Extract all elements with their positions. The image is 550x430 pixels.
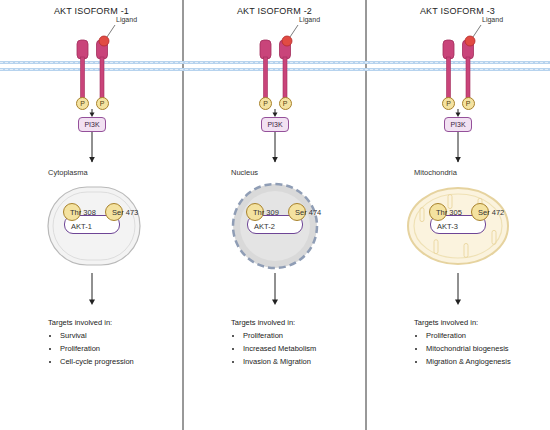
residue-circle: Ser 474	[288, 203, 306, 221]
akt-pill: AKT-2Thr 309Ser 474	[247, 215, 303, 234]
residue-label: Ser 472	[478, 210, 504, 216]
kinase-label: PI3K	[84, 121, 99, 128]
mitochondria-outline	[408, 188, 508, 264]
residue-circle: Thr 305	[429, 203, 447, 221]
residue-label: Ser 474	[295, 210, 321, 216]
phosphate-circle: P	[96, 97, 109, 110]
target-item: Invasion & Migration	[243, 357, 311, 366]
kinase-box: PI3K	[261, 117, 289, 132]
column-divider	[366, 0, 367, 430]
target-item: Proliferation	[243, 331, 283, 340]
phosphate-circle: P	[279, 97, 292, 110]
signal-arrow	[92, 132, 93, 162]
compartment-label: Nucleus	[231, 168, 258, 177]
phosphate-label: P	[466, 100, 471, 107]
target-item: Cell-cycle progression	[60, 357, 134, 366]
targets-heading: Targets involved in:	[231, 318, 295, 327]
target-item: Proliferation	[60, 344, 100, 353]
target-item: Migration & Angiogenesis	[426, 357, 511, 366]
column-title: AKT ISOFORM -3	[366, 6, 549, 16]
kinase-box: PI3K	[444, 117, 472, 132]
residue-circle: Ser 473	[105, 203, 123, 221]
ligand-label: Ligand	[482, 16, 503, 23]
phosphate-label: P	[446, 100, 451, 107]
crista-fold	[420, 208, 424, 222]
targets-heading: Targets involved in:	[48, 318, 112, 327]
phosphate-label: P	[80, 100, 85, 107]
akt-pill: AKT-3Thr 305Ser 472	[430, 215, 486, 234]
target-item: Increased Metabolism	[243, 344, 316, 353]
compartment-label: Mitochondria	[414, 168, 457, 177]
cytoplasm-outline	[48, 187, 140, 265]
phosphate-circle: P	[76, 97, 89, 110]
nucleus-inner	[240, 191, 310, 261]
isoform-label: AKT-1	[71, 222, 92, 231]
target-item: Survival	[60, 331, 87, 340]
isoform-label: AKT-3	[437, 222, 458, 231]
residue-circle: Thr 308	[63, 203, 81, 221]
phosphate-label: P	[263, 100, 268, 107]
target-item: Mitochondrial biogenesis	[426, 344, 509, 353]
residue-label: Thr 308	[70, 210, 96, 216]
akt-pill: AKT-1Thr 308Ser 473	[64, 215, 120, 234]
phosphate-label: P	[100, 100, 105, 107]
targets-heading: Targets involved in:	[414, 318, 478, 327]
phosphate-circle: P	[259, 97, 272, 110]
compartment-shape: CytoplasmaAKT-1Thr 308Ser 473	[42, 162, 142, 270]
phosphate-circle: P	[442, 97, 455, 110]
column-title: AKT ISOFORM -1	[0, 6, 183, 16]
residue-label: Thr 305	[436, 210, 462, 216]
signal-arrow	[275, 132, 276, 162]
phosphate-circle: P	[462, 97, 475, 110]
isoform-label: AKT-2	[254, 222, 275, 231]
crista-fold	[448, 195, 452, 209]
compartment-shape: NucleusAKT-2Thr 309Ser 474	[225, 162, 325, 270]
ligand-label: Ligand	[116, 16, 137, 23]
compartment-label: Cytoplasma	[48, 168, 88, 177]
crista-fold	[464, 243, 468, 257]
residue-label: Thr 309	[253, 210, 279, 216]
crista-fold	[434, 240, 438, 254]
residue-circle: Thr 309	[246, 203, 264, 221]
phosphate-label: P	[283, 100, 288, 107]
compartment-shape: MitochondriaAKT-3Thr 305Ser 472	[408, 162, 508, 270]
residue-circle: Ser 472	[471, 203, 489, 221]
kinase-label: PI3K	[267, 121, 282, 128]
mitochondria-membrane	[414, 194, 502, 258]
cytoplasm-inner	[53, 192, 135, 260]
crista-fold	[492, 230, 496, 244]
column-title: AKT ISOFORM -2	[183, 6, 366, 16]
kinase-label: PI3K	[450, 121, 465, 128]
nucleus-outline	[233, 184, 317, 268]
ligand-label: Ligand	[299, 16, 320, 23]
kinase-box: PI3K	[78, 117, 106, 132]
target-item: Proliferation	[426, 331, 466, 340]
signal-arrow	[458, 132, 459, 162]
column-divider	[183, 0, 184, 430]
residue-label: Ser 473	[112, 210, 138, 216]
